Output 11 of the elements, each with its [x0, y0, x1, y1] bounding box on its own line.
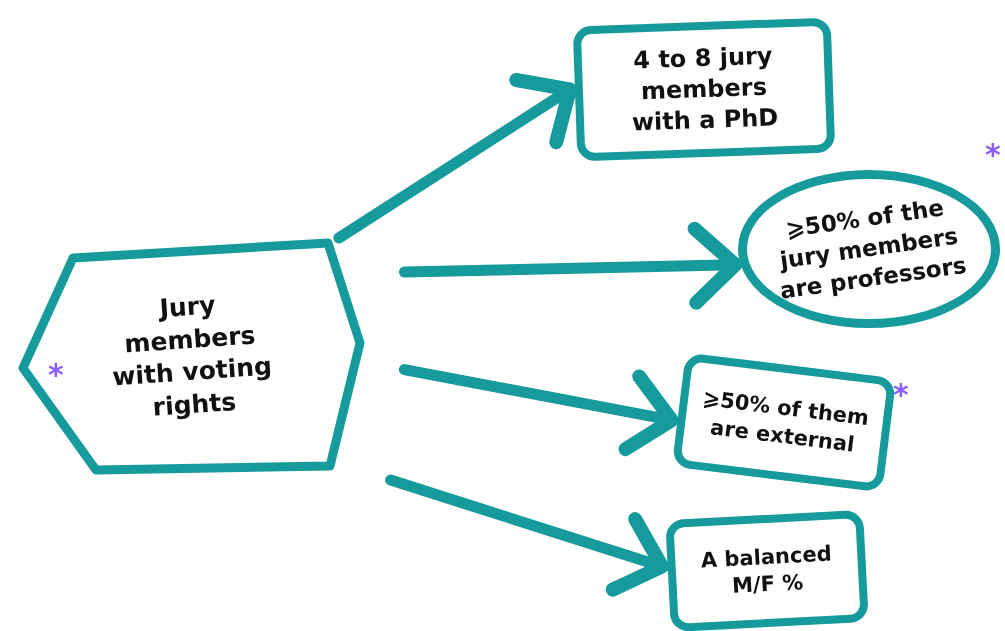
asterisk: *	[985, 140, 1001, 170]
node-text: Jury members with voting rights	[109, 288, 274, 423]
hexagon-node	[18, 238, 363, 473]
node-text: ⩾50% of the jury members are professors	[777, 193, 969, 306]
arrow	[398, 364, 679, 457]
asterisk: *	[893, 380, 909, 410]
node-text: 4 to 8 jury members with a PhD	[630, 40, 780, 139]
arrow	[398, 221, 743, 310]
asterisk: *	[48, 360, 64, 390]
node-text: A balanced M/F %	[699, 540, 834, 600]
node-text: ⩾50% of them are external	[700, 385, 872, 459]
